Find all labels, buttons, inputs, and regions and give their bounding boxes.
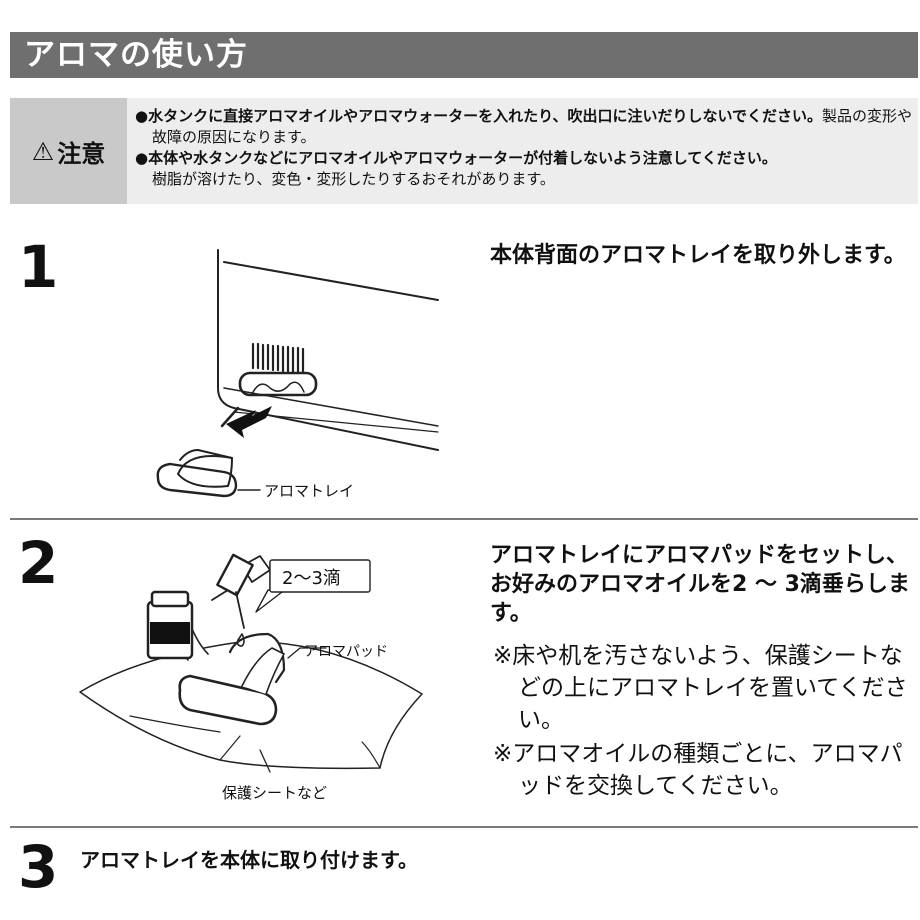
step-1-number: 1 — [18, 233, 59, 301]
humidifier-base-edge-2 — [233, 411, 439, 433]
step-2-note-1: ※床や机を汚さないよう、保護シートなどの上にアロマトレイを置いてください。 — [493, 643, 908, 733]
aroma-tray-body — [178, 674, 278, 726]
step-1-heading: 本体背面のアロマトレイを取り外します。 — [490, 243, 906, 268]
caution-item-1: ●水タンクに直接アロマオイルやアロマウォーターを入れたり、吹出口に注いだりしない… — [135, 106, 915, 148]
step-2-heading: アロマトレイにアロマパッドをセットし、お好みのアロマオイルを2 ～ 3滴垂らしま… — [490, 543, 910, 626]
aroma-tray-body — [156, 462, 238, 498]
tray-slot — [238, 371, 318, 397]
warning-icon: ⚠ — [31, 136, 55, 166]
divider-2 — [10, 826, 918, 828]
caution-text: ●水タンクに直接アロマオイルやアロマウォーターを入れたり、吹出口に注いだりしない… — [135, 106, 915, 190]
humidifier-body-outline — [217, 249, 439, 451]
step-1-callout-tray: アロマトレイ — [264, 482, 354, 500]
humidifier-top-edge — [223, 261, 439, 301]
step-3-heading: アロマトレイを本体に取り付けます。 — [80, 848, 418, 872]
step-2-note-2: ※アロマオイルの種類ごとに、アロマパッドを交換してください。 — [493, 741, 903, 799]
step-1-illustration: アロマトレイ — [156, 249, 439, 500]
step-2-callout-pad: アロマパッド — [304, 644, 388, 660]
step-2-illustration: 2～3滴 アロマパッド 保護シートなど — [79, 553, 423, 802]
removal-arrow-icon — [226, 406, 272, 438]
page-title-bar: アロマの使い方 — [10, 32, 918, 78]
caution-item-2-rest: 樹脂が溶けたり、変色・変形したりするおそれがあります。 — [152, 170, 555, 188]
caution-label-text: 注意 — [57, 139, 106, 168]
divider-1 — [10, 518, 918, 520]
step-2-number: 2 — [18, 529, 59, 597]
caution-item-1-rest: 製品の変形や故障の原因になります。 — [152, 107, 913, 146]
step-2-notes: ※床や机を汚さないよう、保護シートなどの上にアロマトレイを置いてください。 ※ア… — [493, 640, 913, 804]
page-title: アロマの使い方 — [24, 37, 248, 73]
caution-item-2: ●本体や水タンクなどにアロマオイルやアロマウォーターが付着しないよう注意してくだ… — [135, 148, 915, 190]
vent-slits — [251, 342, 305, 375]
step-3-number: 3 — [18, 833, 59, 901]
caution-label: ⚠ 注意 — [10, 98, 127, 204]
caution-box: ⚠ 注意 ●水タンクに直接アロマオイルやアロマウォーターを入れたり、吹出口に注い… — [10, 98, 918, 204]
step-2-bubble-text: 2～3滴 — [282, 568, 341, 589]
oil-drop-icon — [236, 633, 245, 647]
caution-item-2-bold: ●本体や水タンクなどにアロマオイルやアロマウォーターが付着しないよう注意してくだ… — [135, 149, 777, 167]
step-2-callout-sheet: 保護シートなど — [222, 784, 327, 802]
caution-item-1-bold: ●水タンクに直接アロマオイルやアロマウォーターを入れたり、吹出口に注いだりしない… — [135, 107, 823, 125]
dropper-icon — [216, 553, 254, 597]
